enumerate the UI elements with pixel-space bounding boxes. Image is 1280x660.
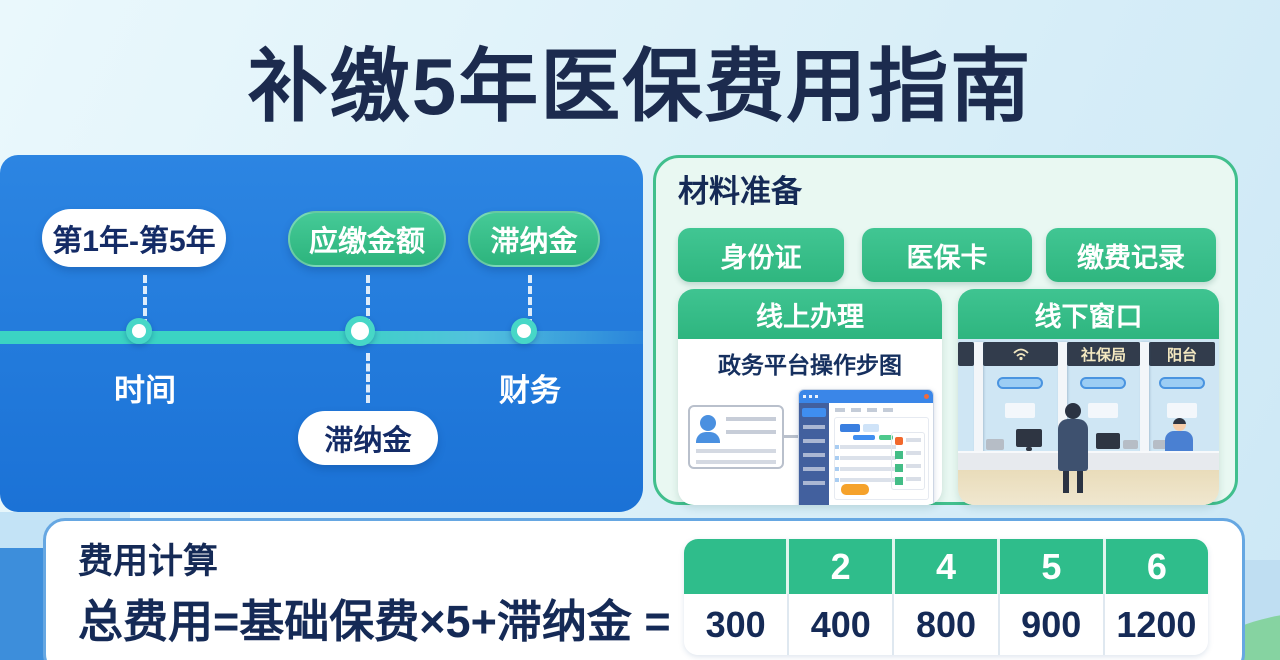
fee-table-header-cell [684,539,790,594]
fee-table-value-row: 300 400 800 900 1200 [684,594,1208,655]
clerk-figure [1165,431,1193,451]
service-counter [958,451,1219,470]
window-label [1080,377,1126,389]
text-lines [726,417,776,439]
timeline-axis [0,331,643,344]
list-lines [840,445,896,489]
fee-table-value-cell: 300 [684,594,790,655]
content-tabs [835,408,895,412]
online-illustration [678,381,942,505]
calculation-formula: 总费用=基础保费×5+滞纳金 = [78,596,671,647]
sign-wifi [983,342,1058,366]
online-method-card: 线上办理 政务平台操作步图 [678,289,942,505]
close-icon [924,394,929,399]
browser-titlebar [799,390,933,403]
dashed-connector [366,353,370,403]
materials-title: 材料准备 [678,174,802,209]
fee-table-header-cell: 5 [1000,539,1106,594]
window-label [997,377,1043,389]
printer-graphic [1096,433,1120,449]
doc-chip-insurance-card[interactable]: 医保卡 [862,228,1032,282]
id-card-graphic [688,405,784,469]
timeline-panel: 第1年-第5年 应缴金额 滞纳金 时间 财务 滞纳金 [0,155,643,512]
light-button-graphic [863,424,879,432]
list-icons [835,445,839,489]
monitor-graphic [1016,429,1042,447]
calculation-title: 费用计算 [78,542,219,581]
doc-chip-id-card[interactable]: 身份证 [678,228,844,282]
fee-table-header-cell: 4 [895,539,1001,594]
browser-sidebar [799,403,829,505]
axis-label-time: 时间 [114,373,176,408]
window-notice [1088,403,1118,418]
online-card-caption: 政务平台操作步图 [718,352,902,378]
pillar [1058,342,1067,470]
person-icon [696,432,720,443]
browser-content [829,403,933,505]
desk-box [986,439,1004,450]
fee-table-header-row: 2 4 5 6 [684,539,1208,594]
wifi-icon [1012,348,1029,361]
offline-illustration: 社保局 阳台 [958,339,1219,505]
fee-table-value-cell: 900 [1000,594,1105,655]
decor-strip-left [0,548,45,660]
dashed-connector [528,275,532,327]
offline-card-title: 线下窗口 [958,289,1219,339]
dashed-connector [143,275,147,327]
monitor-stand [1026,447,1032,451]
orange-button-graphic [841,484,869,495]
blue-button-graphic [840,424,860,432]
window-notice [1005,403,1035,418]
amount-due-pill: 应缴金额 [288,211,446,267]
late-fee-pill: 滞纳金 [468,211,600,267]
pillar [974,342,983,470]
side-box [891,432,925,490]
content-panel [834,417,929,500]
dashed-connector [366,275,370,327]
floor [958,470,1219,505]
online-card-title: 线上办理 [678,289,942,339]
visitor-figure-legs [1063,471,1083,493]
timeline-dot [126,318,152,344]
offline-method-card: 线下窗口 社保局 阳台 [958,289,1219,505]
axis-label-finance: 财务 [499,373,561,408]
progress-bar-blue [853,435,875,440]
timeline-dot [345,316,375,346]
person-icon [700,415,716,431]
sign-stub [958,342,974,366]
text-lines [906,438,921,488]
sidebar-active-item [802,408,826,417]
tablet-graphic [1123,440,1138,449]
green-square-icons [895,451,903,489]
fee-table: 2 4 5 6 300 400 800 900 1200 [684,539,1208,655]
year-range-pill: 第1年-第5年 [42,209,226,267]
window-dots-icon [803,395,819,398]
doc-chip-payment-record[interactable]: 缴费记录 [1046,228,1216,282]
timeline-dot [511,318,537,344]
window-notice [1167,403,1197,418]
visitor-figure [1058,419,1088,471]
progress-bar-green [879,435,893,440]
clerk-figure-head [1173,418,1186,431]
sign-counter: 阳台 [1149,342,1215,366]
fee-table-header-cell: 2 [789,539,895,594]
fee-table-value-cell: 400 [789,594,895,655]
text-lines [696,449,776,465]
late-fee-callout-pill: 滞纳金 [298,411,438,465]
fee-table-value-cell: 800 [894,594,1000,655]
browser-window-graphic [798,389,934,505]
sign-social-security-bureau: 社保局 [1067,342,1140,366]
orange-square-icon [895,437,903,445]
fee-table-header-cell: 6 [1146,545,1167,587]
pillar [1140,342,1149,470]
sidebar-items [803,425,825,485]
page-title: 补缴5年医保费用指南 [247,42,1033,131]
materials-panel: 材料准备 身份证 医保卡 缴费记录 线上办理 政务平台操作步图 [653,155,1238,505]
connector-line [784,435,798,438]
visitor-figure-head [1065,403,1081,419]
desk-box [1153,440,1168,449]
calculation-panel: 费用计算 总费用=基础保费×5+滞纳金 = 2 4 5 6 300 400 80… [43,518,1245,660]
window-label [1159,377,1205,389]
fee-table-value-cell: 1200 [1116,603,1197,645]
